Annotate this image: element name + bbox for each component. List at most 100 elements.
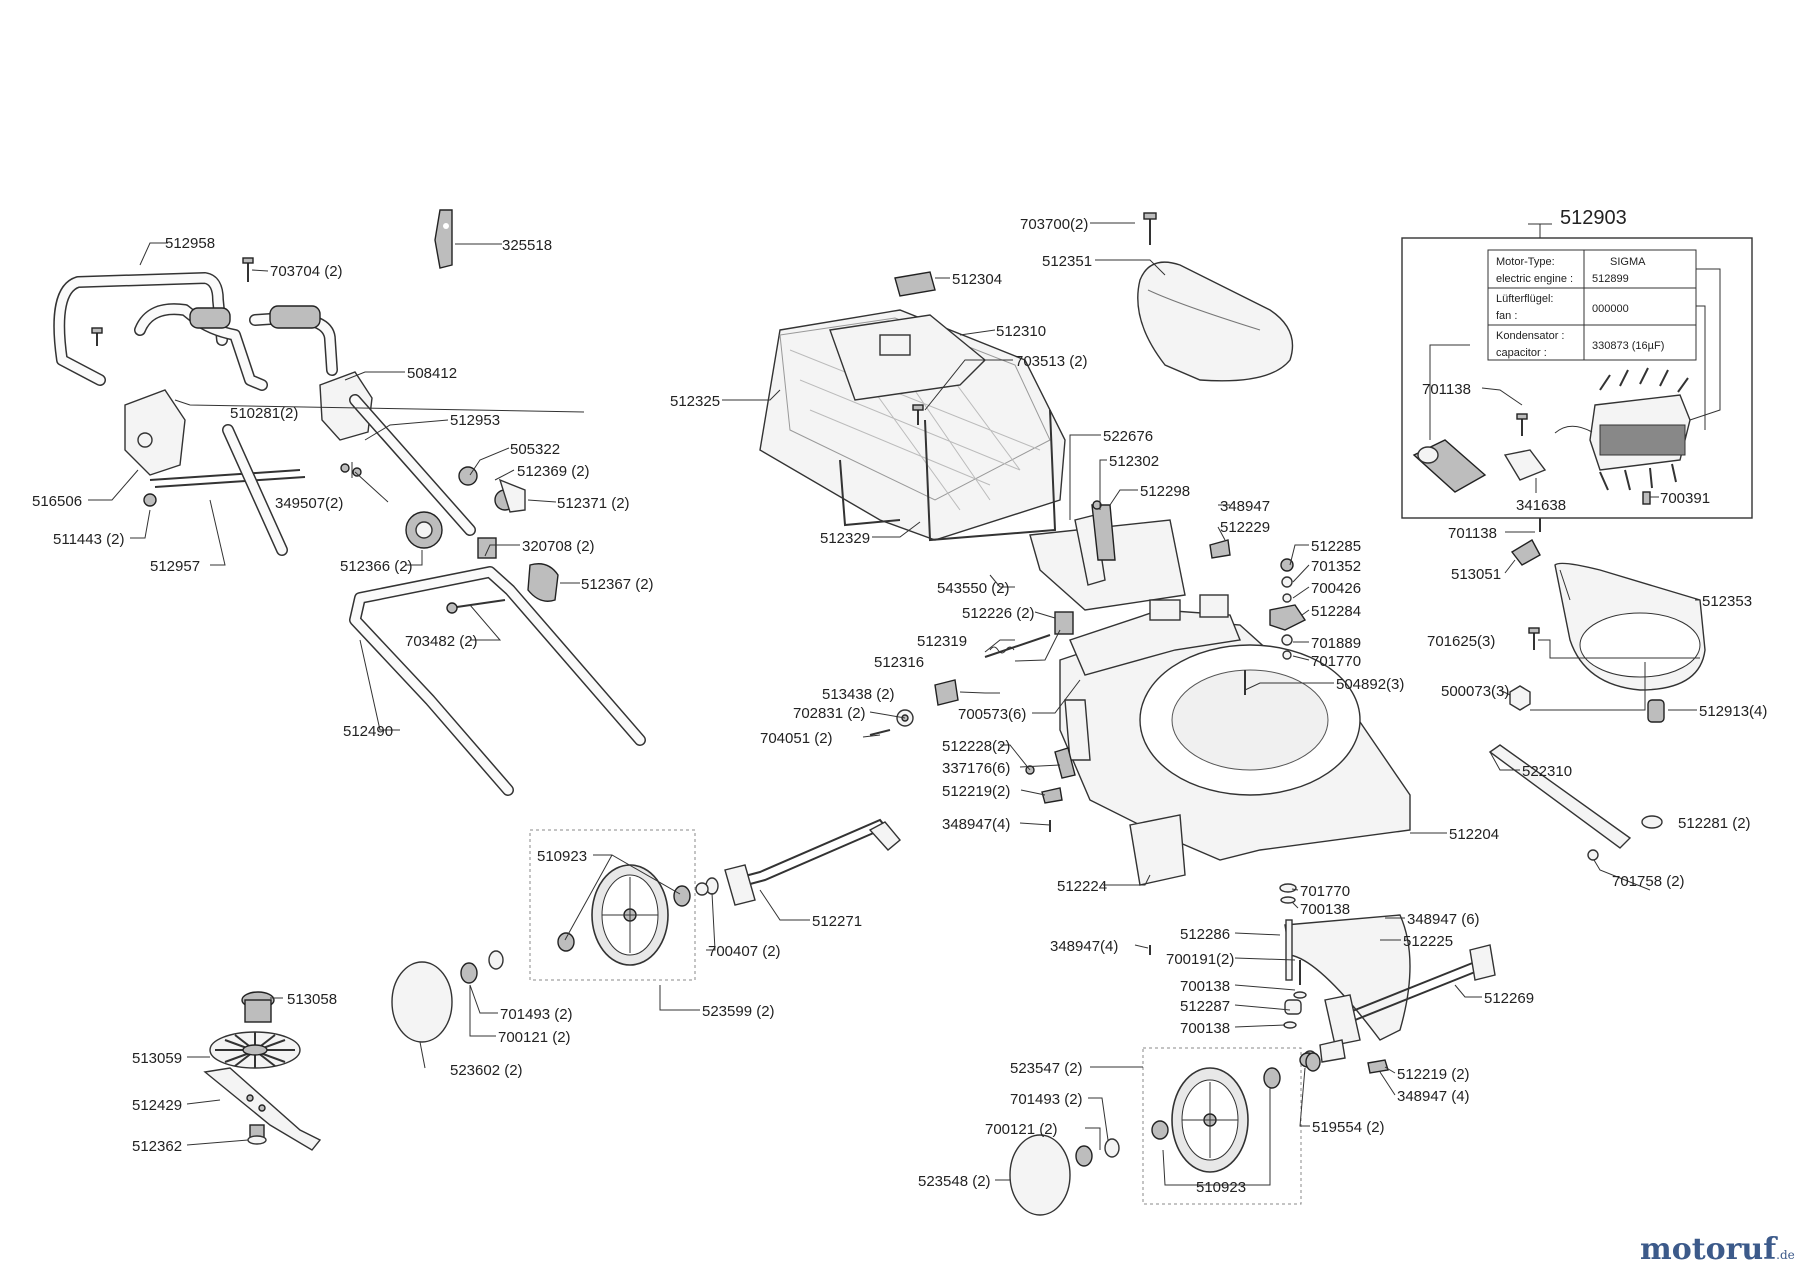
label-701352: 701352 [1311, 558, 1361, 575]
label-348947-bottom: 348947(4) [1050, 938, 1118, 955]
label-512429: 512429 [132, 1097, 182, 1114]
label-700407: 700407 (2) [708, 943, 781, 960]
handle-bracket-508412 [319, 371, 373, 441]
label-511443: 511443 (2) [53, 531, 124, 548]
label-512490: 512490 [343, 723, 393, 740]
label-703513: 703513 (2) [1015, 353, 1088, 370]
watermark-name: motoruf [1640, 1232, 1777, 1267]
label-512351: 512351 [1042, 253, 1092, 270]
small-parts-center [869, 500, 1307, 955]
label-512219-lift: 512219 (2) [1397, 1066, 1470, 1083]
label-512219-deck: 512219(2) [942, 783, 1010, 800]
label-523602: 523602 (2) [450, 1062, 523, 1079]
label-700138-bottom: 700138 [1180, 1020, 1230, 1037]
nut-500073 [1509, 685, 1531, 711]
label-512228: 512228(2) [942, 738, 1010, 755]
label-703482: 703482 (2) [405, 633, 478, 650]
label-349507: 349507(2) [275, 495, 343, 512]
blade-adapter-513058 [241, 991, 275, 1023]
label-522676: 522676 [1103, 428, 1153, 445]
label-512269: 512269 [1484, 990, 1534, 1007]
label-512316: 512316 [874, 654, 924, 671]
lift-plate-512225 [1284, 914, 1411, 1041]
flap-512302 [1029, 504, 1186, 611]
label-512319: 512319 [917, 633, 967, 650]
handle-bracket-516506 [124, 389, 186, 476]
label-523548: 523548 (2) [918, 1173, 991, 1190]
label-516506: 516506 [32, 493, 82, 510]
rear-wheel-523599 [557, 864, 691, 966]
rear-cover-512351 [1137, 261, 1294, 382]
label-512366: 512366 (2) [340, 558, 413, 575]
label-701138-box: 701138 [1422, 381, 1471, 398]
label-512953: 512953 [450, 412, 500, 429]
label-512957: 512957 [150, 558, 200, 575]
label-700391: 700391 [1660, 490, 1710, 507]
table-label-fan-de: Lüfterflügel: [1496, 293, 1553, 305]
label-701889: 701889 [1311, 635, 1361, 652]
label-505322: 505322 [510, 441, 560, 458]
hubcap-523548 [1009, 1134, 1120, 1216]
table-value-electric-engine: 512899 [1592, 273, 1629, 285]
label-703700: 703700(2) [1020, 216, 1088, 233]
label-512304: 512304 [952, 271, 1002, 288]
label-513051: 513051 [1451, 566, 1501, 583]
table-value-capacitor: 330873 (16µF) [1592, 340, 1664, 352]
label-512371: 512371 (2) [557, 495, 630, 512]
label-512285: 512285 [1311, 538, 1361, 555]
label-701625: 701625(3) [1427, 633, 1495, 650]
label-703704: 703704 (2) [270, 263, 343, 280]
hubcap-523602 [391, 950, 504, 1043]
table-label-electric-engine: electric engine : [1496, 273, 1573, 285]
label-701770-top: 701770 [1311, 653, 1361, 670]
label-700138-mid: 700138 [1180, 978, 1230, 995]
front-wheel-523547 [1151, 1067, 1281, 1173]
label-512271: 512271 [812, 913, 862, 930]
label-512286: 512286 [1180, 926, 1230, 943]
label-701493-front: 701493 (2) [1010, 1091, 1083, 1108]
table-value-motor-type: SIGMA [1610, 256, 1646, 268]
label-700191: 700191(2) [1166, 951, 1234, 968]
label-701770-bottom: 701770 [1300, 883, 1350, 900]
label-704051: 704051 (2) [760, 730, 833, 747]
label-341638: 341638 [1516, 497, 1566, 514]
label-348947-deck: 348947(4) [942, 816, 1010, 833]
bag-handle-512304 [894, 271, 936, 297]
handle-clip-325518 [434, 209, 453, 269]
label-700121-front: 700121 (2) [985, 1121, 1058, 1138]
label-700573: 700573(6) [958, 706, 1026, 723]
label-512204: 512204 [1449, 826, 1499, 843]
label-504892: 504892(3) [1336, 676, 1404, 693]
label-512329: 512329 [820, 530, 870, 547]
label-510923-front: 510923 [1196, 1179, 1246, 1196]
label-508412: 508412 [407, 365, 457, 382]
label-512325: 512325 [670, 393, 720, 410]
screw-701138-a [1516, 413, 1528, 436]
label-512362: 512362 [132, 1138, 182, 1155]
label-512369: 512369 (2) [517, 463, 590, 480]
label-512353: 512353 [1702, 593, 1752, 610]
blade-512429 [203, 1067, 322, 1151]
label-513059: 513059 [132, 1050, 182, 1067]
rear-axle-512271 [695, 818, 901, 906]
screw-left [91, 327, 103, 346]
label-512281: 512281 (2) [1678, 815, 1751, 832]
table-label-motor-type: Motor-Type: [1496, 256, 1555, 268]
screw-703700 [1143, 212, 1157, 245]
leader-lines [88, 222, 1721, 1186]
label-337176: 337176(6) [942, 760, 1010, 777]
table-label-fan: fan : [1496, 310, 1517, 322]
table-label-capacitor: capacitor : [1496, 347, 1547, 359]
label-512298: 512298 [1140, 483, 1190, 500]
label-512367: 512367 (2) [581, 576, 654, 593]
terminal-341638 [1503, 449, 1547, 481]
clip-513051 [1510, 539, 1541, 566]
label-325518: 325518 [502, 237, 552, 254]
label-512302: 512302 [1109, 453, 1159, 470]
motor-kit-box-512903 [1401, 223, 1753, 519]
fan-513059 [209, 1031, 301, 1069]
label-512310: 512310 [996, 323, 1046, 340]
label-320708: 320708 (2) [522, 538, 595, 555]
label-512903: 512903 [1560, 207, 1627, 229]
